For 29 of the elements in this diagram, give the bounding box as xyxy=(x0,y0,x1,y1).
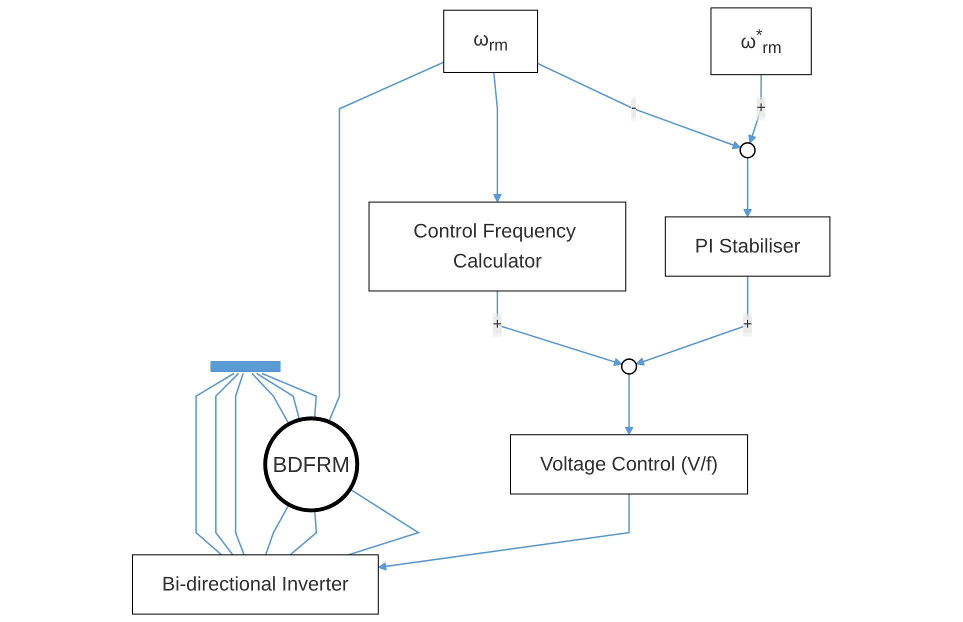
connector xyxy=(290,510,318,556)
node-circle xyxy=(621,358,638,375)
arrow xyxy=(497,290,623,366)
edge-label: - xyxy=(631,100,637,117)
node-circle xyxy=(740,142,756,158)
node-box: Control Frequency Calculator xyxy=(368,202,627,292)
connector xyxy=(262,372,318,419)
node-box: ω$_{rm}$ xyxy=(444,10,538,73)
connector xyxy=(256,372,300,420)
edge-label: + xyxy=(493,316,502,333)
arrow xyxy=(538,62,742,150)
connector xyxy=(215,372,240,556)
node-box: Voltage Control (V/f) xyxy=(510,434,748,494)
connector xyxy=(252,372,290,424)
node-box: Bi-directional Inverter xyxy=(132,554,380,615)
edge-label: + xyxy=(756,100,766,117)
arrow xyxy=(625,374,634,436)
edge-label: + xyxy=(743,316,753,333)
node-box: PI Stabiliser xyxy=(665,216,831,277)
node-circle: BDFRM xyxy=(264,416,360,512)
connector xyxy=(235,373,246,556)
connector xyxy=(265,504,290,556)
arrow xyxy=(378,494,630,571)
arrow xyxy=(744,158,752,218)
arrow xyxy=(636,276,749,366)
connector xyxy=(348,488,420,556)
connector xyxy=(196,372,235,556)
connector xyxy=(328,62,444,422)
arrow xyxy=(493,72,502,202)
